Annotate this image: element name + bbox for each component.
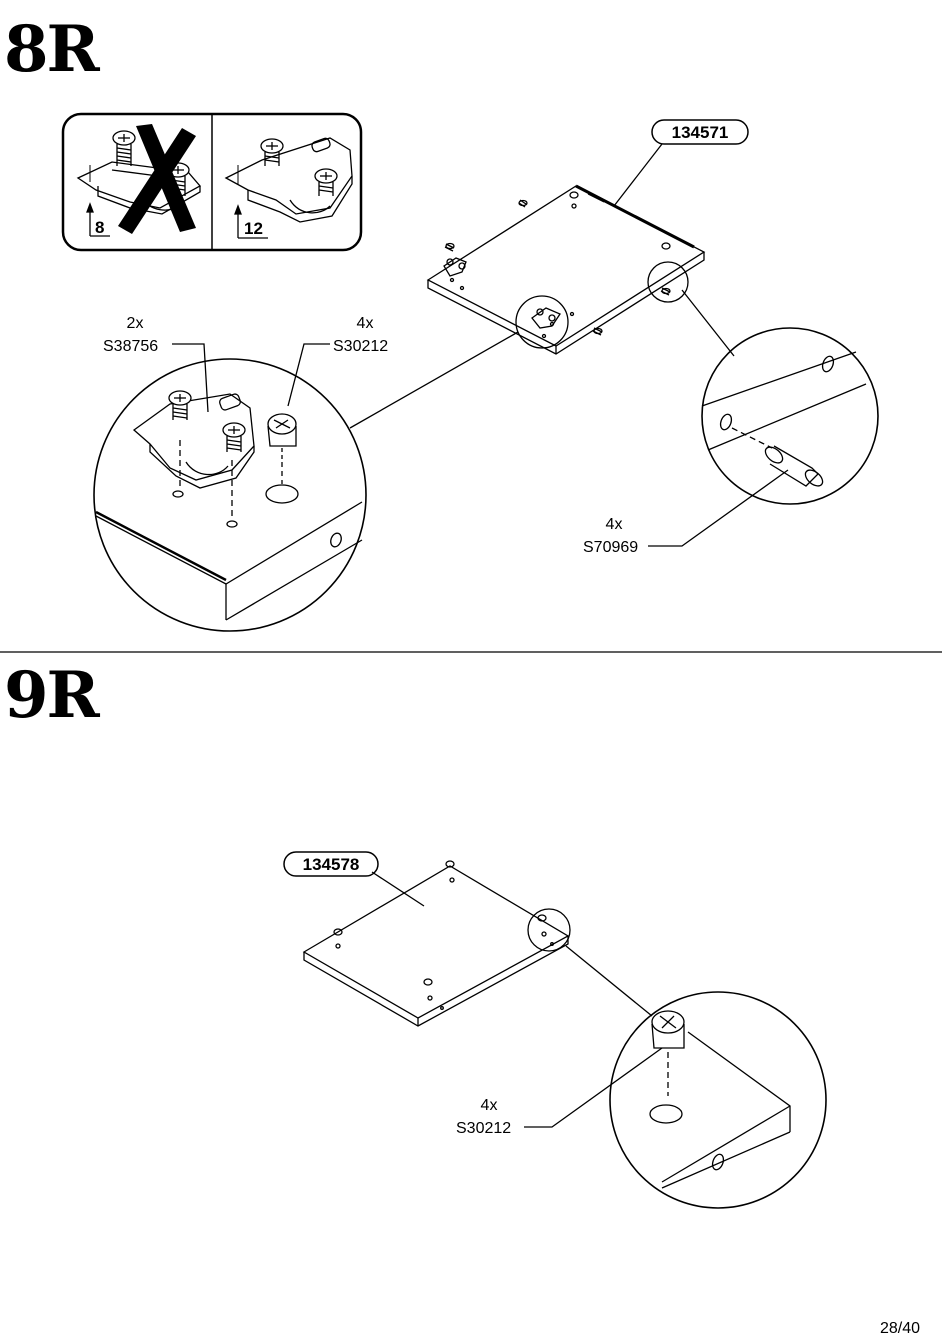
cam-lock-icon xyxy=(267,413,297,460)
detail-circle-hinge xyxy=(93,358,367,632)
callout-qty-s70969: 4x xyxy=(606,516,623,533)
depth-arrow-icon xyxy=(234,204,268,239)
callout-code-s70969: S70969 xyxy=(583,539,638,556)
callout-code-s38756: S38756 xyxy=(103,338,158,355)
screw-icon xyxy=(314,168,338,196)
depth-arrow-icon xyxy=(86,202,110,237)
detail-circle-dowel xyxy=(701,327,879,505)
depth-comparison-box: 8 12 xyxy=(61,112,363,252)
depth-right-label: 12 xyxy=(244,219,263,238)
wrong-x-mark-icon xyxy=(118,124,196,234)
cam-lock-icon xyxy=(333,860,547,986)
dowel-icon xyxy=(764,445,824,487)
cam-lock-icon xyxy=(569,191,671,250)
screw-icon xyxy=(112,130,136,166)
page-number: 28/40 xyxy=(879,1320,920,1337)
step-number-9r: 9R xyxy=(4,658,100,733)
detail-circle-cam-lock xyxy=(609,991,827,1209)
svg-text:134571: 134571 xyxy=(672,123,729,142)
cam-lock-icon xyxy=(651,1010,685,1049)
svg-text:134578: 134578 xyxy=(303,855,360,874)
panel-134571 xyxy=(426,184,706,355)
callout-qty-s30212-9r: 4x xyxy=(481,1097,498,1114)
callout-code-s30212-9r: S30212 xyxy=(456,1120,511,1137)
step-number-8r: 8R xyxy=(4,12,100,87)
part-code-134571: 134571 xyxy=(613,119,749,207)
dowel-icon xyxy=(592,327,603,336)
callout-qty-s30212: 4x xyxy=(357,315,374,332)
dowel-icon xyxy=(444,242,455,252)
screw-icon xyxy=(222,422,246,452)
screw-icon xyxy=(168,390,192,420)
panel-134578 xyxy=(302,860,571,1027)
dowel-icon xyxy=(518,199,528,208)
callout-qty-s38756: 2x xyxy=(127,315,144,332)
dowel-icon xyxy=(660,287,671,296)
part-code-134578: 134578 xyxy=(283,851,425,907)
hinge-plate-correct xyxy=(224,137,353,223)
screw-icon xyxy=(260,138,284,166)
callout-code-s30212: S30212 xyxy=(333,338,388,355)
depth-wrong-label: 8 xyxy=(95,218,104,237)
